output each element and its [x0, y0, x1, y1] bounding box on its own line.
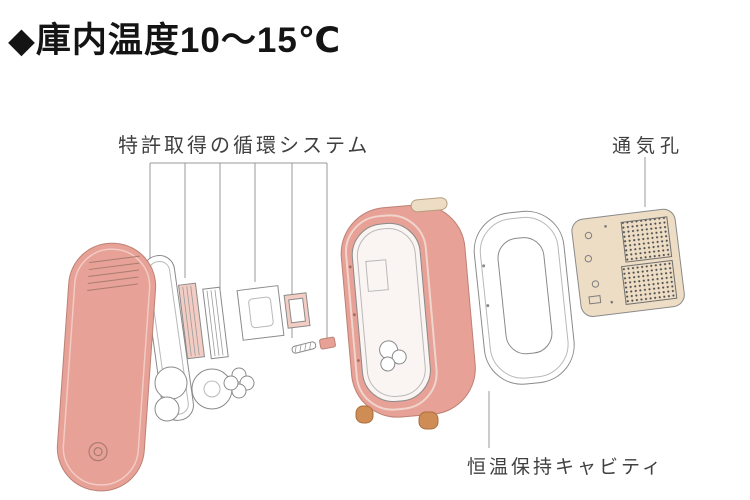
mesh-grid-top	[620, 216, 673, 263]
page-title: ◆庫内温度10〜15℃	[8, 21, 342, 60]
mesh-grid-bottom	[620, 259, 678, 305]
heatsink-part-2	[202, 286, 229, 360]
cavity-back-plate	[497, 237, 553, 355]
back-shell	[473, 210, 575, 385]
cavity-label: 恒温保持キャビティ	[467, 457, 664, 478]
vent-hole-label: 通気孔	[612, 136, 685, 157]
vent-strip-part	[291, 341, 317, 354]
feet	[355, 405, 439, 430]
door-panel	[56, 242, 157, 492]
main-body	[340, 197, 476, 418]
inner-duct	[365, 259, 389, 292]
body-opening	[351, 222, 431, 403]
impeller-part	[223, 367, 255, 399]
handle	[410, 197, 448, 213]
leader-lines	[149, 157, 646, 448]
cavity-coil	[379, 340, 407, 372]
fan-part	[191, 368, 233, 410]
vent-panel	[571, 208, 685, 317]
foot-right	[418, 411, 439, 430]
door-vent-lines	[87, 255, 140, 292]
gasket-part	[154, 366, 188, 422]
circulation-system-label: 特許取得の循環システム	[118, 135, 371, 157]
circulation-parts	[143, 255, 336, 422]
plate-part	[236, 285, 285, 341]
chip-part	[319, 336, 336, 350]
module-part	[283, 292, 311, 329]
door-knob-icon	[88, 442, 108, 462]
foot-left	[355, 405, 374, 424]
heatsink-part	[177, 282, 205, 360]
